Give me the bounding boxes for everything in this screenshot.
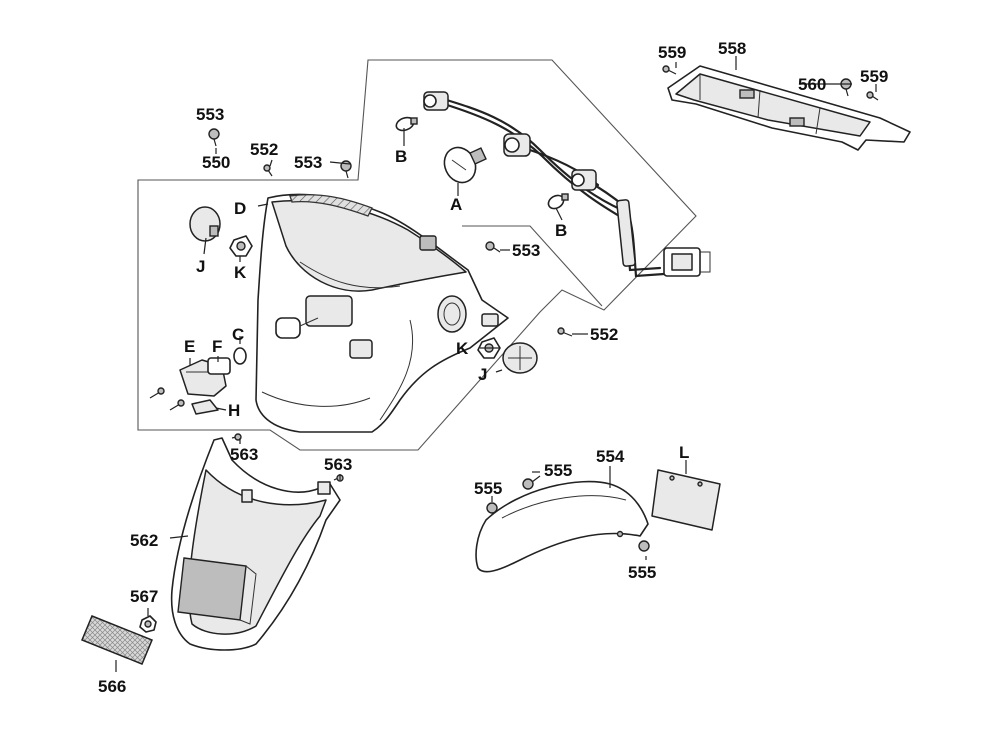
label-559-right: 559 (860, 67, 888, 86)
label-553-right: 553 (512, 241, 540, 260)
label-555-bottom: 555 (628, 563, 656, 582)
bulb-c (233, 347, 247, 365)
label-555-left: 555 (474, 479, 502, 498)
screw-552-right (557, 327, 573, 337)
label-550: 550 (202, 153, 230, 172)
lens-f (207, 357, 231, 375)
screw-555-left (486, 502, 498, 514)
screw-553-right (485, 241, 501, 253)
rear-fender-562 (170, 437, 341, 651)
label-558: 558 (718, 39, 746, 58)
label-b-upper: B (395, 147, 407, 166)
leader-lines (115, 56, 877, 672)
label-555-top: 555 (544, 461, 572, 480)
wiring-harness (423, 91, 711, 278)
bulb-a (443, 146, 487, 184)
bolt-560 (840, 78, 852, 97)
bulb-b-lower (547, 193, 569, 210)
bracket-h (191, 399, 219, 415)
label-562: 562 (130, 531, 158, 550)
label-553-mid: 553 (294, 153, 322, 172)
label-b-lower: B (555, 221, 567, 240)
label-j-left: J (196, 257, 205, 276)
label-e: E (184, 337, 195, 356)
socket-middle (503, 133, 531, 157)
assembly-frame (137, 59, 697, 451)
bulb-b-upper (395, 116, 418, 132)
harness-connector (663, 247, 711, 277)
tail-light-housing (255, 193, 509, 433)
nut-567 (139, 615, 157, 633)
socket-lower (571, 169, 597, 191)
label-554: 554 (596, 447, 625, 466)
carrier-bracket-558 (667, 65, 911, 151)
reflector-j-left (189, 206, 221, 242)
screw-555-top (522, 475, 541, 490)
label-563-right: 563 (324, 455, 352, 474)
label-559-left: 559 (658, 43, 686, 62)
socket-upper (423, 91, 449, 111)
nut-k-left (229, 235, 253, 257)
label-c: C (232, 325, 244, 344)
reflector-j-right (502, 342, 538, 374)
small-screws-left (149, 387, 185, 411)
label-567: 567 (130, 587, 158, 606)
sub-frame (462, 225, 603, 307)
part-labels: 553 552 553 550 B A B D J K C E F H 553 … (98, 39, 888, 696)
label-a: A (450, 195, 462, 214)
screw-559-right (866, 91, 879, 101)
label-h: H (228, 401, 240, 420)
screw-553-top (208, 128, 220, 147)
label-553-top: 553 (196, 105, 224, 124)
screw-563-right (333, 474, 344, 482)
label-l: L (679, 443, 689, 462)
label-f: F (212, 337, 222, 356)
plate-holder-l (651, 469, 721, 531)
label-k-left: K (234, 263, 247, 282)
label-552-right: 552 (590, 325, 618, 344)
label-563-left: 563 (230, 445, 258, 464)
label-560: 560 (798, 75, 826, 94)
label-552-top: 552 (250, 140, 278, 159)
label-d: D (234, 199, 246, 218)
screw-555-bottom (638, 540, 650, 552)
label-566: 566 (98, 677, 126, 696)
mudguard-554 (475, 480, 649, 573)
reflector-566 (81, 615, 153, 665)
screw-552-top (263, 164, 273, 177)
screw-559-left (662, 65, 677, 75)
label-j-right: J (478, 365, 487, 384)
label-k-right: K (456, 339, 469, 358)
